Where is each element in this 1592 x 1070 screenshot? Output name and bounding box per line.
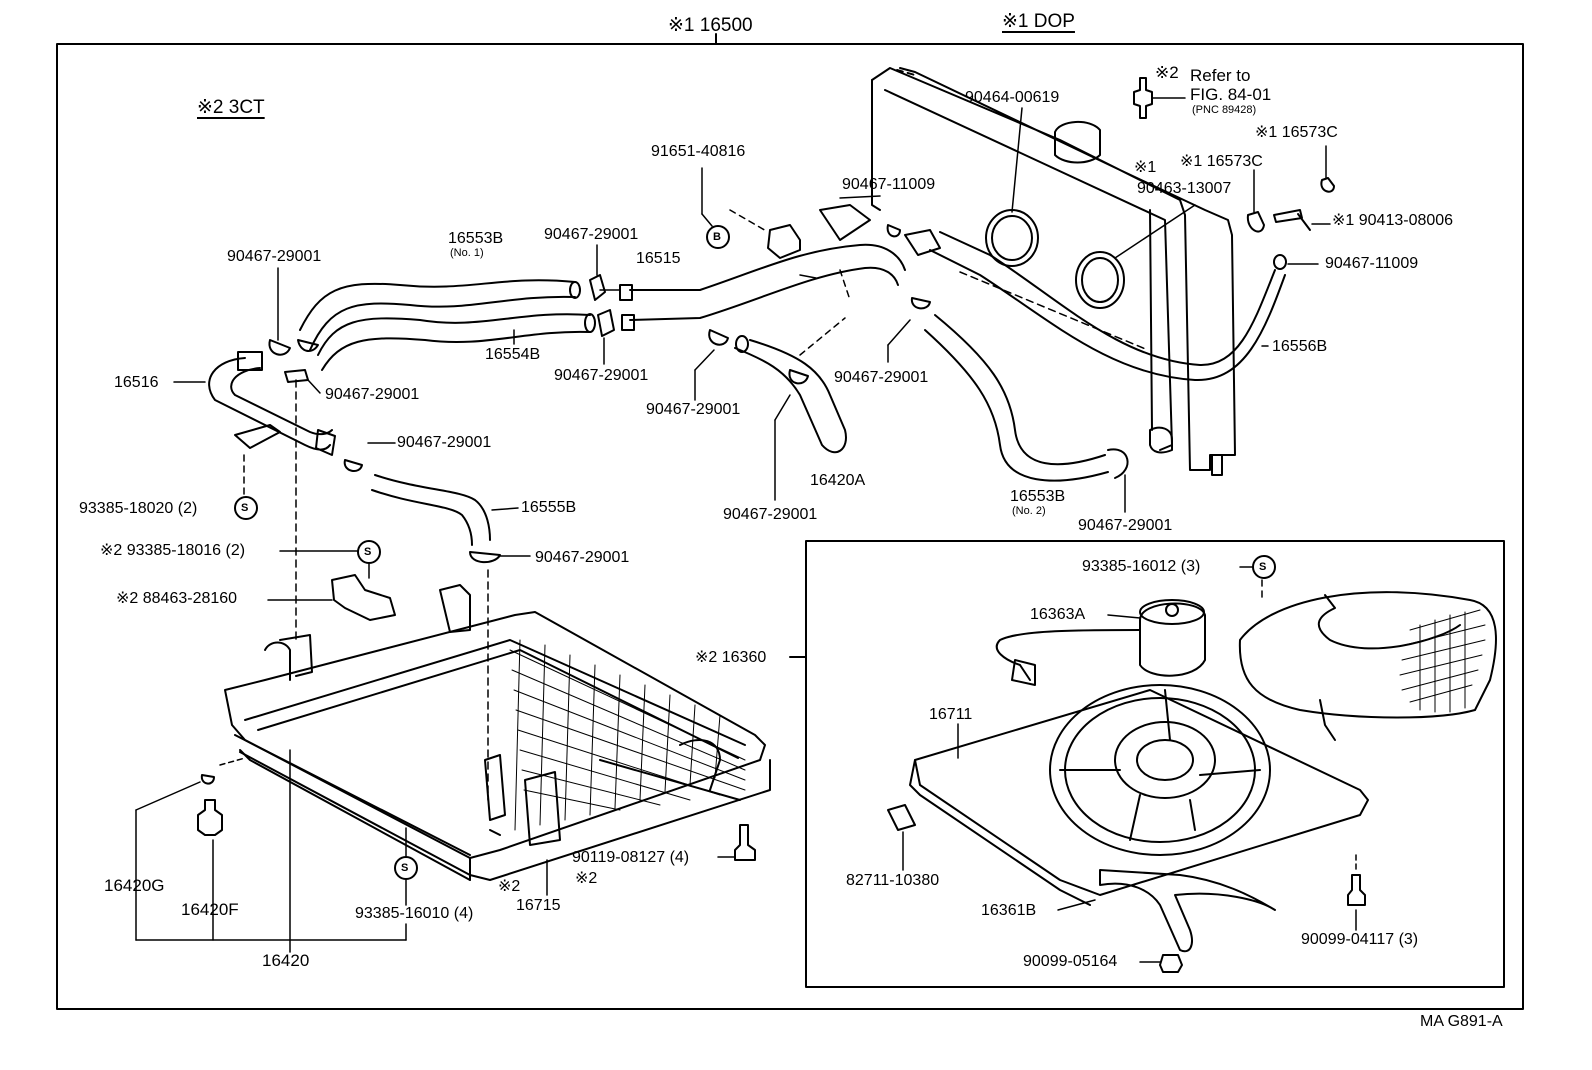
part-90467-29001-10: 90467-29001 <box>535 549 630 566</box>
part-90464-00619: 90464-00619 <box>965 89 1060 106</box>
clip-82711-10380 <box>887 804 916 831</box>
part-90099-05164: 90099-05164 <box>1023 953 1118 970</box>
refer-line1: Refer to <box>1190 66 1251 85</box>
bracket-88463-28160 <box>331 574 396 621</box>
part-16573c-a: ※1 16573C <box>1255 124 1338 141</box>
s-marker-2: S <box>364 546 372 558</box>
part-16553b-no1-sub: (No. 1) <box>450 247 484 259</box>
fan-cover-mesh <box>1399 609 1486 713</box>
3ct-variant-label: ※2 3CT <box>197 97 265 118</box>
part-16420: 16420 <box>262 951 310 970</box>
refer-line3: (PNC 89428) <box>1192 104 1257 116</box>
hose-16420a <box>734 339 847 454</box>
part-93385-18020: 93385-18020 (2) <box>79 500 198 517</box>
outer-frame <box>56 43 1524 1010</box>
fan-motor-16363a <box>1139 602 1206 677</box>
part-16420a: 16420A <box>810 472 866 489</box>
part-90413-08006: ※1 90413-08006 <box>1332 212 1454 229</box>
radiator-3ct <box>224 584 771 881</box>
part-90467-29001-2: 90467-29001 <box>544 226 639 243</box>
part-90467-29001-4: 90467-29001 <box>325 386 420 403</box>
part-91651-40816: 91651-40816 <box>651 143 746 160</box>
part-90467-29001-5: 90467-29001 <box>646 401 741 418</box>
part-82711-10380: 82711-10380 <box>846 872 940 889</box>
part-93385-18016: ※2 93385-18016 (2) <box>100 542 246 559</box>
part-16554b: 16554B <box>485 346 541 363</box>
fan-blade-16361b <box>1099 869 1276 953</box>
part-90467-11009-b: 90467-11009 <box>1325 255 1419 272</box>
hose-16516 <box>208 357 331 451</box>
part-93385-16012: 93385-16012 (3) <box>1082 558 1201 575</box>
part-16553b-no2-sub: (No. 2) <box>1012 505 1046 517</box>
mark-2-a: ※2 <box>498 878 521 895</box>
sensor-icon <box>1133 77 1153 119</box>
s-marker-circle <box>234 496 258 520</box>
mark-2-b: ※2 <box>575 870 598 887</box>
fan-shroud-16711 <box>914 689 1369 896</box>
part-90467-29001-7: 90467-29001 <box>397 434 492 451</box>
refer-mark: ※2 <box>1155 63 1179 82</box>
part-16555b: 16555B <box>521 499 577 516</box>
fan-inset-frame <box>805 540 1505 988</box>
refer-line2: FIG. 84-01 <box>1190 85 1272 104</box>
part-90467-29001-9: 90467-29001 <box>1078 517 1173 534</box>
dop-variant-label: ※1 DOP <box>1002 11 1075 32</box>
part-16715: 16715 <box>516 897 561 914</box>
s-marker-4: S <box>401 862 409 874</box>
part-90467-29001-3: 90467-29001 <box>554 367 649 384</box>
hose-16554b <box>317 313 591 356</box>
s-marker-3: S <box>1259 561 1267 573</box>
part-90119-08127: 90119-08127 (4) <box>572 849 690 866</box>
part-90467-29001-8: 90467-29001 <box>723 506 818 523</box>
part-90463-13007: 90463-13007 <box>1137 180 1232 197</box>
part-16360: ※2 16360 <box>695 649 767 666</box>
radiator-core-mesh <box>509 639 746 831</box>
part-16363a: 16363A <box>1030 606 1086 623</box>
part-16553b-no2: 16553B <box>1010 488 1066 505</box>
nut-90099-05164 <box>1159 954 1183 973</box>
b-marker-circle <box>706 225 730 249</box>
part-90463-mark: ※1 <box>1134 159 1157 176</box>
part-16515: 16515 <box>636 250 681 267</box>
part-16420g: 16420G <box>104 876 165 895</box>
hose-16553b-no2 <box>934 314 1106 466</box>
hose-16556b <box>939 231 1276 367</box>
part-90467-11009-a: 90467-11009 <box>842 176 936 193</box>
part-16361b: 16361B <box>981 902 1037 919</box>
part-90467-29001-6: 90467-29001 <box>834 369 929 386</box>
hose-16555b <box>374 474 491 541</box>
radiator-dop <box>871 67 1236 476</box>
part-16573c-b: ※1 16573C <box>1180 153 1263 170</box>
b-marker: B <box>713 231 721 243</box>
part-93385-16010: 93385-16010 (4) <box>355 905 474 922</box>
part-88463-28160: ※2 88463-28160 <box>116 590 238 607</box>
fan-cover <box>1238 591 1497 719</box>
assembly-label: ※1 16500 <box>668 15 753 36</box>
clamp-90463-13007 <box>1075 251 1125 309</box>
part-16516: 16516 <box>114 374 159 391</box>
part-16556b: 16556B <box>1272 338 1328 355</box>
part-16420f: 16420F <box>181 900 239 919</box>
s-marker-1: S <box>241 502 249 514</box>
figure-code: MA G891-A <box>1420 1013 1503 1030</box>
hose-16553b-no1 <box>299 279 576 331</box>
part-16711: 16711 <box>929 706 973 723</box>
part-90467-29001-1: 90467-29001 <box>227 248 322 265</box>
part-16553b-no1: 16553B <box>448 230 504 247</box>
part-90099-04117: 90099-04117 (3) <box>1301 931 1419 948</box>
hose-16515 <box>629 243 906 291</box>
